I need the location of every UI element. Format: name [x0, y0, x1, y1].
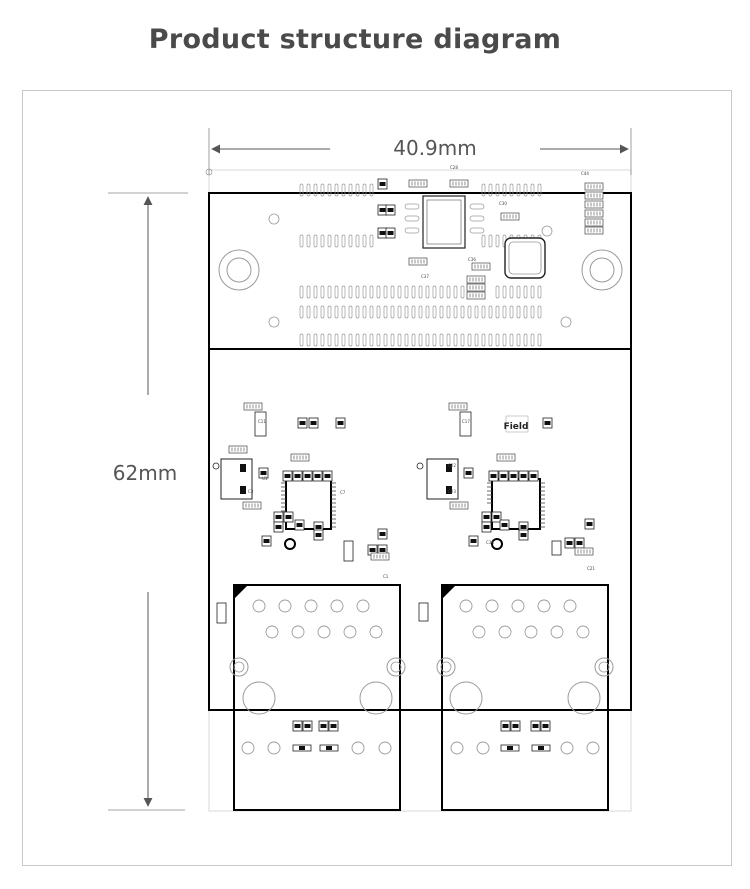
channel-right: Field C17 C22 C23 C34 C21: [416, 402, 595, 571]
svg-text:C22: C22: [448, 463, 456, 468]
width-dimension-label: 40.9mm: [393, 136, 477, 160]
svg-text:C23: C23: [448, 489, 456, 494]
svg-text:C30: C30: [499, 201, 507, 206]
origin-mark: [205, 168, 213, 176]
svg-text:C7: C7: [340, 490, 346, 495]
height-dimension-label: 62mm: [113, 461, 177, 485]
svg-text:C21: C21: [587, 566, 595, 571]
svg-text:C28: C28: [450, 165, 458, 170]
svg-text:C37: C37: [421, 274, 429, 279]
svg-text:C36: C36: [468, 257, 476, 262]
field-label: Field: [504, 422, 529, 432]
svg-text:U1: U1: [262, 476, 268, 481]
svg-text:C1: C1: [383, 574, 389, 579]
board-outline: [208, 192, 632, 711]
rj45-right: [418, 584, 614, 811]
svg-text:C11: C11: [258, 419, 266, 424]
board-extent-outline: [208, 169, 632, 812]
svg-text:C34: C34: [486, 540, 494, 545]
rj45-left: [216, 584, 406, 811]
page-title: Product structure diagram: [148, 24, 562, 55]
svg-text:C3: C3: [248, 489, 254, 494]
svg-text:C17: C17: [462, 419, 470, 424]
svg-text:C44: C44: [581, 171, 589, 176]
diagram-frame: [22, 90, 732, 866]
top-module: C28 C44 C30 C37 C36: [218, 165, 623, 347]
channel-left: C11 U1 C7 C3 C1: [212, 402, 390, 579]
